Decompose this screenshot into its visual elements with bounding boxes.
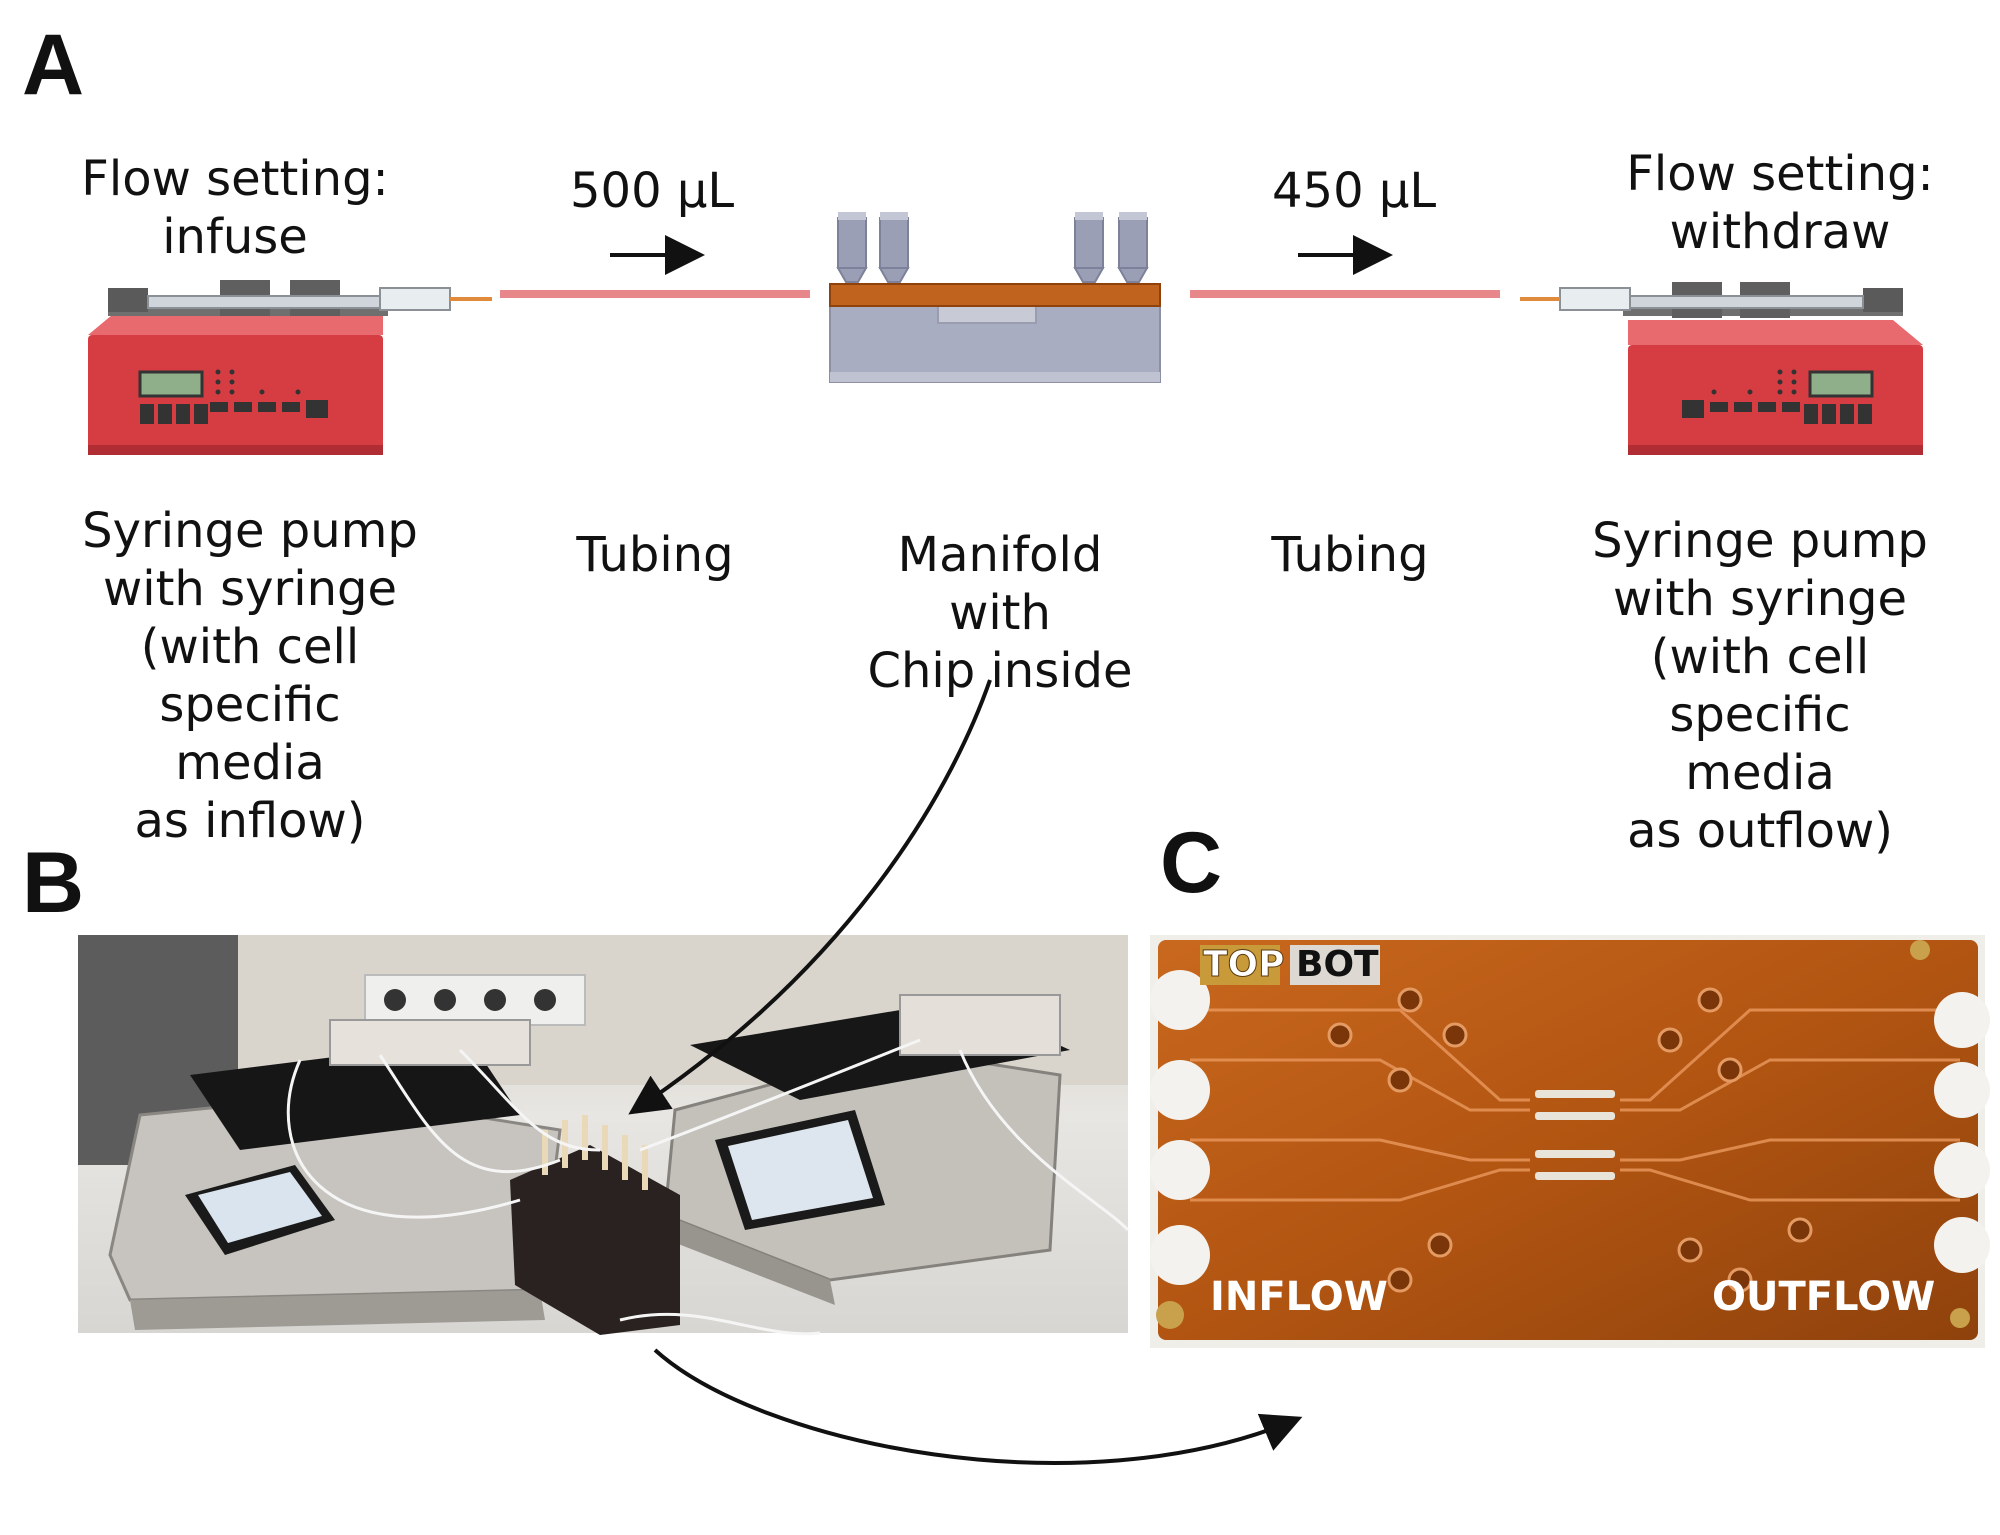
right-syringe-pump-icon <box>1520 282 1923 455</box>
chip-tag-top: TOP <box>1203 944 1285 985</box>
panel-b-photo <box>78 935 1130 1336</box>
right-flow-setting: Flow setting: withdraw <box>1626 146 1934 260</box>
left-pump-label: Syringe pump with syringe (with cell spe… <box>82 503 418 849</box>
right-volume: 450 µL <box>1272 163 1437 219</box>
left-flow-setting: Flow setting: infuse <box>81 151 389 265</box>
panel-a-letter: A <box>22 17 85 113</box>
left-syringe-pump-icon <box>88 280 492 455</box>
right-pump-label: Syringe pump with syringe (with cell spe… <box>1592 513 1928 859</box>
left-tubing-label: Tubing <box>576 527 734 583</box>
right-tubing-line <box>1190 290 1500 298</box>
panel-c-letter: C <box>1160 815 1223 911</box>
right-tubing-label: Tubing <box>1271 527 1429 583</box>
panel-b-letter: B <box>22 835 85 931</box>
panel-c-chip-photo <box>1150 935 1990 1348</box>
manifold-to-photo-arrow <box>628 679 992 1115</box>
chip-inflow-label: INFLOW <box>1210 1274 1388 1320</box>
photo-to-chip-arrow <box>653 1348 1303 1465</box>
left-tubing-line <box>500 290 810 298</box>
chip-outflow-label: OUTFLOW <box>1712 1274 1935 1320</box>
chip-tag-bot: BOT <box>1296 944 1379 985</box>
left-volume: 500 µL <box>570 163 735 219</box>
manifold-icon <box>829 212 1161 383</box>
manifold-label: Manifold with Chip inside <box>867 527 1133 699</box>
